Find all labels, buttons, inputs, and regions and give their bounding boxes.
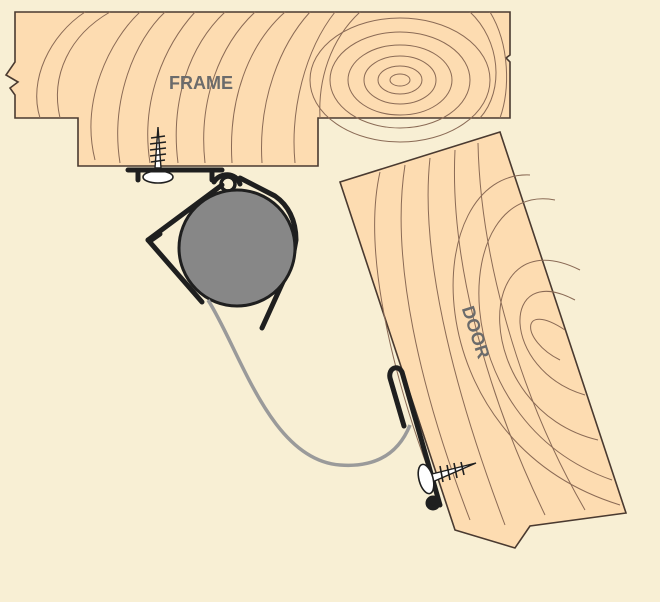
frame-board: FRAME [4, 11, 511, 167]
roller [177, 188, 297, 308]
frame-label: FRAME [169, 73, 233, 93]
door-screw-icon [417, 461, 477, 495]
frame-screw-icon [142, 126, 174, 184]
cable [206, 299, 412, 468]
frame-grain [36, 11, 507, 164]
door-clip [387, 365, 443, 511]
door-board: DOOR [338, 131, 628, 549]
roller-clip [145, 175, 299, 331]
frame-bracket [125, 167, 243, 193]
